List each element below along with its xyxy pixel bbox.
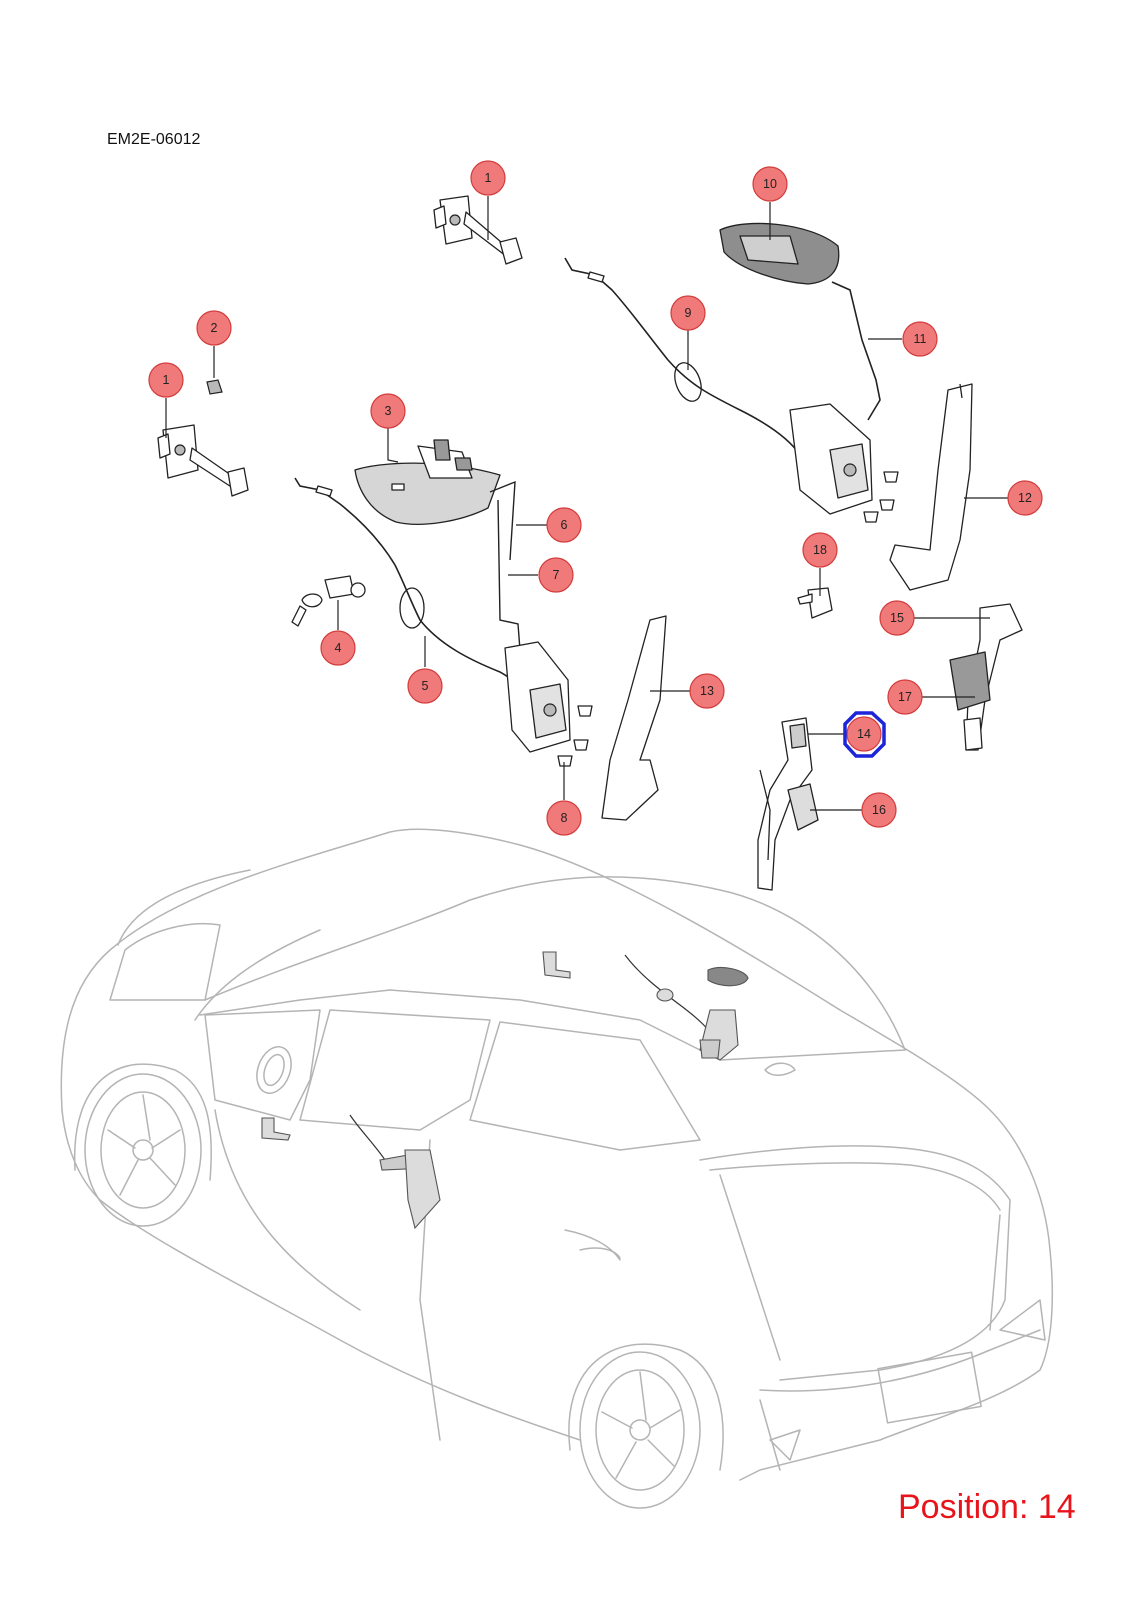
callout-15[interactable]: 15 xyxy=(879,600,915,636)
part-10-rear-door-handle xyxy=(719,222,840,285)
car-outline xyxy=(60,828,1054,1509)
callout-5[interactable]: 5 xyxy=(407,668,443,704)
part-15-rear-window-regulator xyxy=(949,603,1023,751)
callout-7[interactable]: 7 xyxy=(538,557,574,593)
svg-text:18: 18 xyxy=(813,543,827,557)
callout-14[interactable]: 14 xyxy=(843,711,886,758)
front-door-latch xyxy=(504,641,571,753)
callout-16[interactable]: 16 xyxy=(861,792,897,828)
part-18-door-striker xyxy=(797,587,833,619)
part-14-front-window-regulator xyxy=(757,717,819,891)
svg-text:14: 14 xyxy=(857,727,871,741)
callout-1-upper[interactable]: 1 xyxy=(470,160,506,196)
callout-1-lower[interactable]: 1 xyxy=(148,362,184,398)
svg-text:12: 12 xyxy=(1018,491,1032,505)
callout-12[interactable]: 12 xyxy=(1007,480,1043,516)
svg-text:10: 10 xyxy=(763,177,777,191)
svg-text:3: 3 xyxy=(385,404,392,418)
svg-text:16: 16 xyxy=(872,803,886,817)
callout-9[interactable]: 9 xyxy=(670,295,706,331)
svg-text:2: 2 xyxy=(211,321,218,335)
part-4-lock-cylinder xyxy=(291,575,366,627)
part-11-cable xyxy=(831,281,881,421)
svg-text:1: 1 xyxy=(485,171,492,185)
callout-13[interactable]: 13 xyxy=(689,673,725,709)
callout-6[interactable]: 6 xyxy=(546,507,582,543)
callout-4[interactable]: 4 xyxy=(320,630,356,666)
svg-text:5: 5 xyxy=(422,679,429,693)
diagram-code: EM2E-06012 xyxy=(107,131,201,148)
svg-text:8: 8 xyxy=(561,811,568,825)
svg-text:4: 4 xyxy=(335,641,342,655)
svg-text:9: 9 xyxy=(685,306,692,320)
callout-3[interactable]: 3 xyxy=(370,393,406,429)
callout-14-highlight xyxy=(843,711,886,758)
svg-text:13: 13 xyxy=(700,684,714,698)
callout-2[interactable]: 2 xyxy=(196,310,232,346)
part-1-upper-door-check xyxy=(433,195,523,265)
svg-text:1: 1 xyxy=(163,373,170,387)
svg-text:11: 11 xyxy=(914,332,927,346)
position-label: Position: 14 xyxy=(898,1488,1076,1526)
part-1-lower-door-check xyxy=(157,424,249,497)
svg-text:17: 17 xyxy=(898,690,912,704)
rear-door-latch xyxy=(789,403,899,523)
part-13-front-glass-channel xyxy=(601,615,667,821)
callout-18[interactable]: 18 xyxy=(802,532,838,568)
leader-lines xyxy=(165,196,1008,811)
part-3-door-handle xyxy=(354,439,501,525)
car-installed-parts xyxy=(261,951,749,1230)
callout-10[interactable]: 10 xyxy=(752,166,788,202)
part-9-cable xyxy=(564,257,801,456)
callout-17[interactable]: 17 xyxy=(887,679,923,715)
callout-8[interactable]: 8 xyxy=(546,800,582,836)
svg-text:7: 7 xyxy=(553,568,560,582)
svg-text:15: 15 xyxy=(890,611,904,625)
part-12-rear-glass-channel xyxy=(889,383,973,591)
part-7-rod xyxy=(497,499,521,651)
svg-text:6: 6 xyxy=(561,518,568,532)
callout-11[interactable]: 11 xyxy=(902,321,938,357)
part-2-nut xyxy=(206,379,223,395)
part-6-rod xyxy=(489,480,516,561)
part-5-cable xyxy=(294,477,511,679)
part-8-screws xyxy=(557,705,593,767)
